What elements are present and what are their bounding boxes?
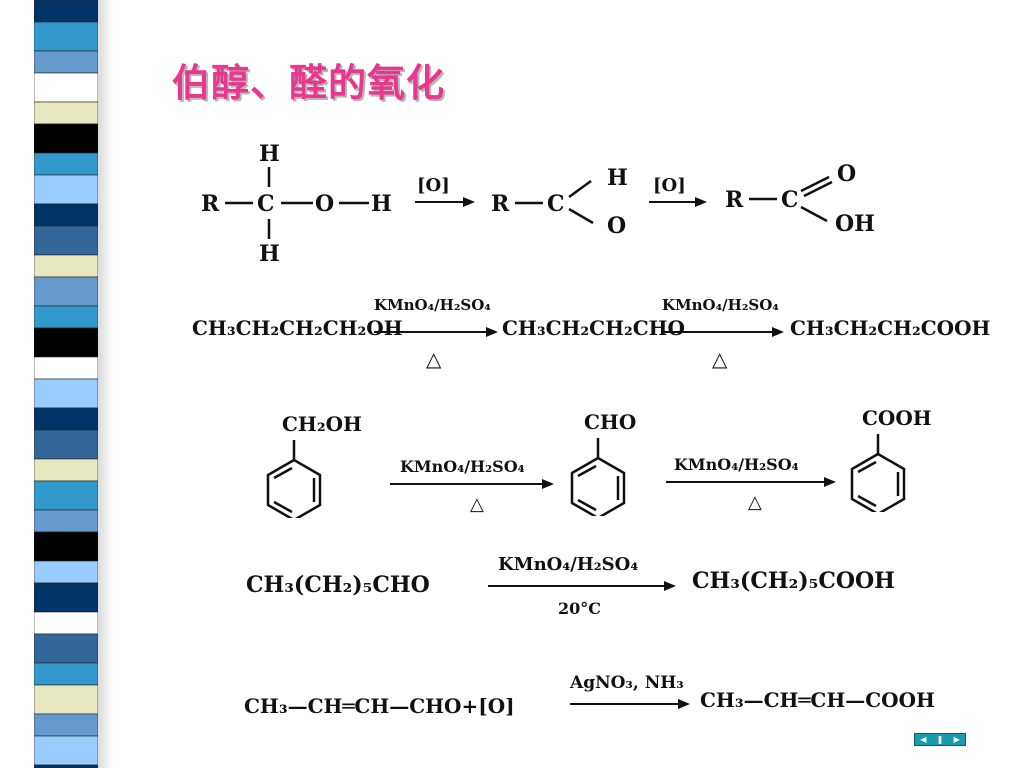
acid-structure: R C O OH <box>725 161 875 237</box>
stripe-block <box>34 458 98 482</box>
alcohol-o: O <box>315 191 334 217</box>
alcohol-r: R <box>201 191 220 217</box>
reaction-5-product: CH₃—CH═CH—COOH <box>700 688 935 712</box>
reaction-2-intermediate: CH₃CH₂CH₂CHO <box>502 316 685 340</box>
stripe-block <box>34 123 98 154</box>
stripe-block <box>34 509 98 533</box>
stripe-block <box>34 582 98 613</box>
reaction-4-condition: 20°C <box>558 599 601 618</box>
reaction-2-reagent-1: KMnO₄/H₂SO₄ <box>374 296 491 314</box>
alcohol-structure: H R C O H H <box>201 141 392 267</box>
alcohol-c: C <box>257 191 275 217</box>
benzoic-acid-label: COOH <box>862 406 932 430</box>
reaction-2-heat-2: △ <box>712 347 728 371</box>
benzene-ring-3 <box>850 434 906 512</box>
reaction-3-heat-1: △ <box>470 494 484 515</box>
reaction-3-arrow-1: KMnO₄/H₂SO₄ △ <box>390 457 554 515</box>
stripe-block <box>34 152 98 176</box>
stripe-block <box>34 50 98 74</box>
reaction-1-generic: H R C O H H [O] R C H O [O] R C O OH <box>201 141 875 267</box>
stripe-block <box>34 611 98 635</box>
reaction-5-reactant: CH₃—CH═CH—CHO+[O] <box>244 694 515 718</box>
stripe-block <box>34 764 98 768</box>
reaction-2-arrow-1: KMnO₄/H₂SO₄ △ <box>374 296 498 371</box>
arrow-2: [O] <box>649 175 707 207</box>
reaction-2-heat-1: △ <box>426 347 442 371</box>
reaction-2-arrow-2: KMnO₄/H₂SO₄ △ <box>662 296 784 371</box>
reagent-o-1: [O] <box>417 175 450 196</box>
stripe-block <box>34 378 98 409</box>
reaction-4-reactant: CH₃(CH₂)₅CHO <box>246 572 430 598</box>
stripe-block <box>34 72 98 103</box>
nav-prev-icon[interactable]: ◀ <box>920 734 927 744</box>
acid-o: O <box>837 161 856 187</box>
stripe-block <box>34 735 98 766</box>
stripe-block <box>34 174 98 205</box>
aldehyde-structure: R C H O <box>491 165 628 239</box>
nav-stop-icon[interactable]: ❚ <box>936 734 944 744</box>
reaction-5-reagent: AgNO₃, NH₃ <box>569 673 684 693</box>
alcohol-h-top: H <box>259 141 280 167</box>
stripe-block <box>34 356 98 380</box>
benzaldehyde-label: CHO <box>584 410 637 434</box>
stripe-block <box>34 480 98 511</box>
benzene-ring-1 <box>266 440 322 518</box>
stripe-block <box>34 684 98 715</box>
stripe-block <box>34 305 98 329</box>
reaction-3-reagent-1: KMnO₄/H₂SO₄ <box>400 457 525 476</box>
aldehyde-r: R <box>491 191 510 217</box>
stripe-block <box>34 633 98 664</box>
reaction-3-arrow-2: KMnO₄/H₂SO₄ △ <box>666 455 836 513</box>
aldehyde-o: O <box>607 213 626 239</box>
reagent-o-2: [O] <box>653 175 686 196</box>
stripe-block <box>34 225 98 256</box>
reaction-5-arrow: AgNO₃, NH₃ <box>569 673 690 709</box>
stripe-block <box>34 276 98 307</box>
reaction-2-reactant: CH₃CH₂CH₂CH₂OH <box>192 316 403 340</box>
page-title: 伯醇、醛的氧化 <box>172 61 446 105</box>
acid-c: C <box>781 187 799 213</box>
alcohol-h-right: H <box>371 191 392 217</box>
stripe-block <box>34 560 98 584</box>
reaction-3-heat-2: △ <box>748 492 762 513</box>
reaction-2-reagent-2: KMnO₄/H₂SO₄ <box>662 296 779 314</box>
stripe-shadow <box>98 0 114 768</box>
aldehyde-h: H <box>607 165 628 191</box>
stripe-block <box>34 327 98 358</box>
reaction-3-reagent-2: KMnO₄/H₂SO₄ <box>674 455 799 474</box>
reaction-4-arrow: KMnO₄/H₂SO₄ 20°C <box>488 554 676 618</box>
stripe-block <box>34 407 98 431</box>
reaction-4-reagent: KMnO₄/H₂SO₄ <box>498 554 638 575</box>
stripe-block <box>34 21 98 52</box>
benzene-ring-2 <box>570 438 626 516</box>
stripe-block <box>34 203 98 227</box>
alcohol-h-bottom: H <box>259 241 280 267</box>
stripe-block <box>34 0 98 23</box>
aldehyde-c: C <box>547 191 565 217</box>
nav-next-icon[interactable]: ▶ <box>953 734 960 744</box>
stripe-block <box>34 531 98 562</box>
acid-r: R <box>725 187 744 213</box>
stripe-block <box>34 713 98 737</box>
reaction-2-product: CH₃CH₂CH₂COOH <box>790 316 991 340</box>
slide-nav: ◀ ❚ ▶ <box>914 733 966 746</box>
benzyl-alcohol-label: CH₂OH <box>282 412 362 436</box>
stripe-block <box>34 429 98 460</box>
arrow-1: [O] <box>415 175 475 207</box>
stripe-block <box>34 662 98 686</box>
stripe-block <box>34 101 98 125</box>
stripe-block <box>34 254 98 278</box>
acid-oh: OH <box>835 211 875 237</box>
reaction-4-product: CH₃(CH₂)₅COOH <box>692 568 895 594</box>
decorative-stripe <box>34 0 98 768</box>
